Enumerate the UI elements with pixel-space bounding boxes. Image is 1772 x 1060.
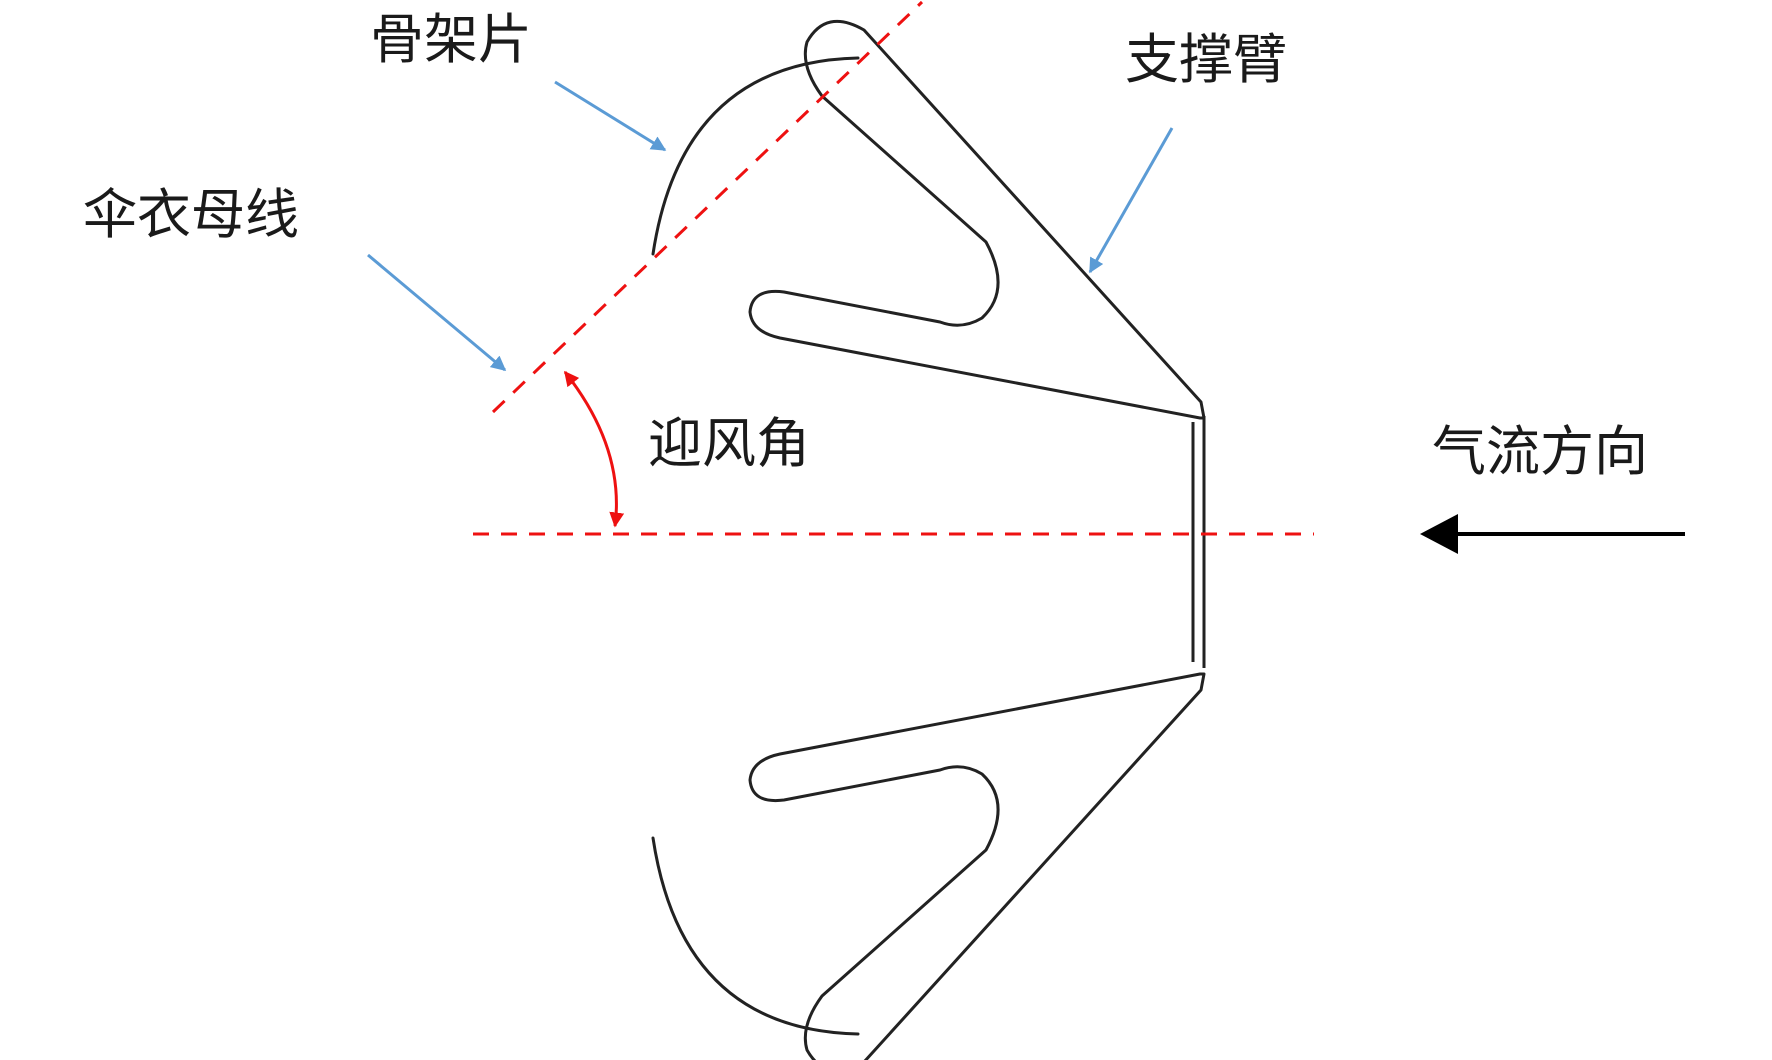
skeleton-piece-leader-arrow	[554, 80, 667, 152]
central-stem	[1191, 416, 1206, 668]
canopy-generatrix-label: 伞衣母线	[83, 183, 299, 246]
support-arm-label: 支撑臂	[1125, 28, 1287, 91]
upper-support-arm-outline	[748, 20, 1206, 420]
angle-of-attack-arrow	[563, 370, 625, 528]
lower-skeleton-arc	[651, 836, 860, 1036]
lower-support-arm-outline	[748, 672, 1206, 1060]
lower-support-structure	[651, 672, 1206, 1060]
support-arm-leader-arrow	[1088, 127, 1174, 274]
angle-of-attack-label: 迎风角	[648, 412, 810, 475]
skeleton-piece-label: 骨架片	[370, 8, 532, 71]
airflow-direction-label: 气流方向	[1432, 420, 1648, 483]
upper-support-structure	[651, 20, 1206, 420]
airflow-arrow	[1420, 514, 1685, 554]
canopy-generatrix-line	[491, 0, 924, 414]
canopy-generatrix-leader-arrow	[367, 253, 507, 372]
upper-skeleton-arc	[651, 56, 860, 256]
